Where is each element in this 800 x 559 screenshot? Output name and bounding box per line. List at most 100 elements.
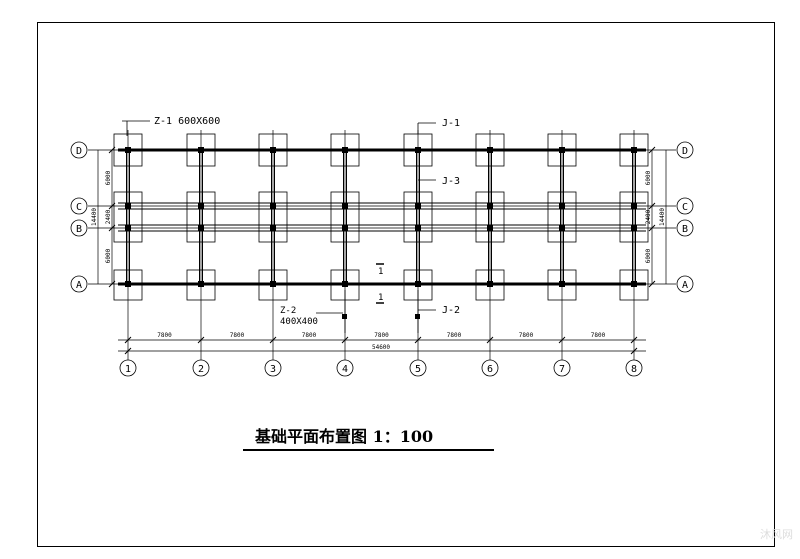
column-B8 <box>631 225 637 231</box>
axis-label-5: 5 <box>415 364 421 375</box>
dim-right-2: 6000 <box>645 248 652 263</box>
column-C3 <box>270 203 276 209</box>
axis-label-left-D: D <box>76 146 82 157</box>
dim-tick-total-0 <box>124 347 132 355</box>
dim-left-tick-2 <box>108 224 116 232</box>
column-B4 <box>342 225 348 231</box>
dim-bay-3: 7800 <box>302 332 317 339</box>
footing-CB3 <box>258 191 288 243</box>
dim-right-tick-3 <box>648 280 656 288</box>
footing-CB1 <box>113 191 143 243</box>
grid-layer <box>88 130 676 360</box>
column-D4 <box>342 147 348 153</box>
dim-left-total: 14400 <box>91 208 98 226</box>
axis-label-left-C: C <box>76 202 82 213</box>
column-C2 <box>198 203 204 209</box>
label-z2-size: 400X400 <box>280 317 318 327</box>
axis-label-left-A: A <box>76 280 82 291</box>
footing-CB4 <box>330 191 360 243</box>
axis-bubble-left-C <box>70 197 88 215</box>
axis-bubble-2 <box>192 359 210 377</box>
column-D2 <box>198 147 204 153</box>
column-A8 <box>631 281 637 287</box>
column-C1 <box>125 203 131 209</box>
dim-left-tick-1 <box>108 202 116 210</box>
axis-label-7: 7 <box>559 364 565 375</box>
dim-bay-5: 7800 <box>447 332 462 339</box>
dim-right-tick-0 <box>648 146 656 154</box>
column-C8 <box>631 203 637 209</box>
axis-bubble-left-A <box>70 275 88 293</box>
axis-label-left-B: B <box>76 224 82 235</box>
column-D5 <box>415 147 421 153</box>
axis-bubble-left-B <box>70 219 88 237</box>
dim-right-1: 2400 <box>645 209 652 224</box>
axis-bubble-5 <box>409 359 427 377</box>
column-B7 <box>559 225 565 231</box>
axis-label-right-A: A <box>682 280 688 291</box>
section-mark-lower: 1 <box>378 293 383 303</box>
watermark: 沐风网 <box>760 528 793 541</box>
label-z1: Z-1 600X600 <box>154 116 220 127</box>
beam-layer <box>118 148 646 286</box>
dim-bay-2: 7800 <box>230 332 245 339</box>
column-D1 <box>125 147 131 153</box>
column-B1 <box>125 225 131 231</box>
column-A3 <box>270 281 276 287</box>
axis-bubble-left-D <box>70 141 88 159</box>
axis-bubble-right-D <box>676 141 694 159</box>
dim-right-0: 6000 <box>645 170 652 185</box>
dim-tick-5 <box>414 336 422 344</box>
axis-bubble-right-A <box>676 275 694 293</box>
footing-CB5 <box>403 191 433 243</box>
dim-right-total: 14400 <box>659 208 666 226</box>
axis-bubble-3 <box>264 359 282 377</box>
dim-total: 54600 <box>372 344 390 351</box>
axis-bubble-6 <box>481 359 499 377</box>
axis-bubble-8 <box>625 359 643 377</box>
column-D6 <box>487 147 493 153</box>
column-A4 <box>342 281 348 287</box>
section-mark-upper: 1 <box>378 267 383 277</box>
column-A1 <box>125 281 131 287</box>
column-A2 <box>198 281 204 287</box>
column-D3 <box>270 147 276 153</box>
column-C5 <box>415 203 421 209</box>
dim-tick-total-1 <box>630 347 638 355</box>
axis-label-2: 2 <box>198 364 204 375</box>
dim-left-tick-0 <box>108 146 116 154</box>
column-layer <box>125 147 637 287</box>
dim-tick-4 <box>341 336 349 344</box>
dim-bay-4: 7800 <box>374 332 389 339</box>
label-j1: J-1 <box>442 118 460 129</box>
dim-right-tick-2 <box>648 224 656 232</box>
drawing-frame <box>37 22 775 547</box>
dim-left-1: 2400 <box>105 209 112 224</box>
axis-label-6: 6 <box>487 364 493 375</box>
axis-bubble-right-B <box>676 219 694 237</box>
dim-tick-7 <box>558 336 566 344</box>
footing-CB6 <box>475 191 505 243</box>
label-j2: J-2 <box>442 305 460 316</box>
dim-bay-1: 7800 <box>157 332 172 339</box>
footing-CB8 <box>619 191 649 243</box>
axis-label-3: 3 <box>270 364 276 375</box>
column-D7 <box>559 147 565 153</box>
column-A7 <box>559 281 565 287</box>
dim-tick-2 <box>197 336 205 344</box>
dim-tick-6 <box>486 336 494 344</box>
axis-label-right-B: B <box>682 224 688 235</box>
column-C7 <box>559 203 565 209</box>
axis-label-4: 4 <box>342 364 348 375</box>
column-C6 <box>487 203 493 209</box>
footing-CB7 <box>547 191 577 243</box>
dim-left-0: 6000 <box>105 170 112 185</box>
dim-tick-8 <box>630 336 638 344</box>
dim-bay-7: 7800 <box>591 332 606 339</box>
column-D8 <box>631 147 637 153</box>
drawing-title: 基础平面布置图 1：100 <box>254 427 433 446</box>
axis-label-right-C: C <box>682 202 688 213</box>
column-B5 <box>415 225 421 231</box>
